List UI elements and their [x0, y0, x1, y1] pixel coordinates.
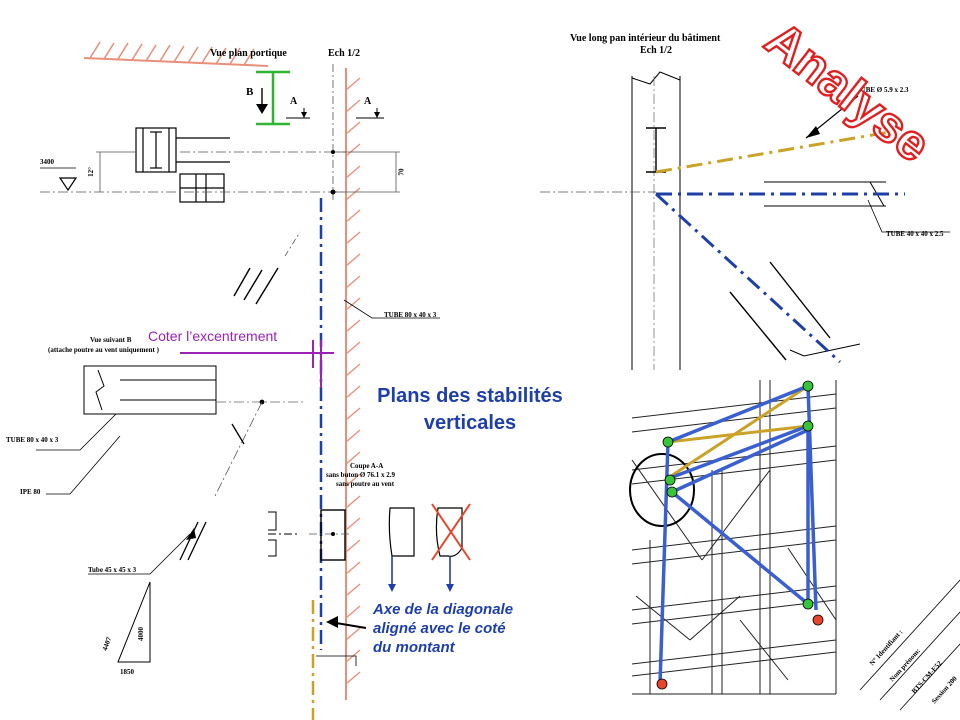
ceiling-hatch [83, 41, 269, 67]
main-title-line2: verticales [423, 412, 517, 434]
dim-1850: 1850 [120, 668, 134, 676]
analyse-stamp: Analyse [754, 9, 942, 166]
axe-diagonale-note: Axe de la diagonale aligné avec le coté … [373, 600, 573, 657]
plan-view-title: Vue plan portique [210, 48, 287, 59]
wall-hatch [345, 68, 361, 700]
plan-view-scale: Ech 1/2 [328, 48, 360, 59]
elevation-3400: 3400 [40, 158, 54, 166]
axis-lines [40, 64, 400, 200]
coter-excentrement-note: Coter l’excentrement [148, 328, 278, 344]
dim-12-deg: 12° [86, 167, 95, 177]
coupe-aa-line2: sans buton Ø 76.1 x 2.9 [326, 471, 396, 479]
title-block-lines [859, 579, 960, 711]
dim-4000: 4000 [137, 627, 145, 641]
tube-diameter-label: TUBE Ø 5.9 x 2.3 [856, 86, 909, 94]
analyse-word: Analyse [755, 11, 941, 166]
coupe-aa [309, 503, 471, 666]
label-a-left: A [290, 96, 298, 107]
dim-70: 70 [397, 168, 406, 176]
tube-45-label: Tube 45 x 45 x 3 [88, 566, 137, 574]
view-b-subtitle: (attache poutre au vent uniquement ) [48, 346, 159, 354]
tube-80-label-bottom: TUBE 80 x 40 x 3 [6, 436, 59, 444]
axe-note-line2: aligné avec le coté [373, 620, 506, 637]
excentrement-marker [180, 340, 334, 388]
long-pan-title: Vue long pan intérieur du bâtiment [570, 33, 721, 44]
tube-40-label: TUBE 40 x 40 x 2.5 [886, 230, 944, 238]
label-a-right: A [364, 96, 372, 107]
top-left-plan-view [40, 41, 440, 700]
truss-3d-view [629, 380, 837, 695]
label-b: B [246, 86, 254, 98]
axe-note-line1: Axe de la diagonale [373, 601, 514, 618]
tube-80-label-top: TUBE 80 x 40 x 3 [384, 311, 437, 319]
top-right-long-pan-view [540, 71, 950, 370]
main-title-line1: Plans des stabilités [377, 385, 563, 407]
b-view-marker [256, 70, 290, 126]
coupe-aa-line3: sans poutre au vent [336, 480, 395, 488]
ipe-beam-section [135, 127, 230, 203]
view-b-title: Vue suivant B [90, 336, 132, 344]
ipe-80-label: IPE 80 [20, 488, 41, 496]
main-title: Plans des stabilités verticales [340, 383, 600, 437]
bottom-left-view-b [36, 365, 306, 663]
long-pan-scale: Ech 1/2 [640, 45, 672, 56]
coupe-aa-title: Coupe A-A [350, 462, 384, 470]
axe-note-line3: du montant [373, 639, 455, 656]
